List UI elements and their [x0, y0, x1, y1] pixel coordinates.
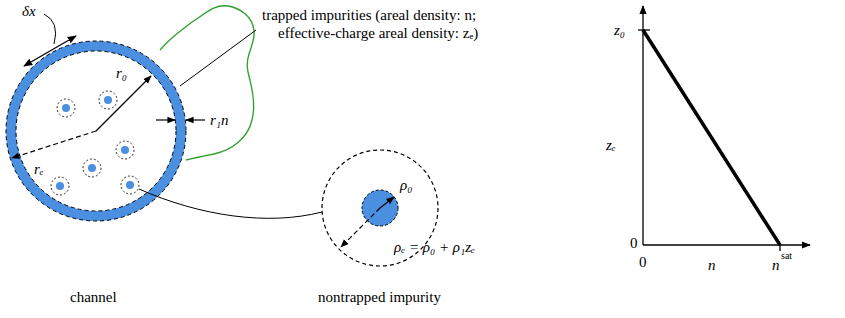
- r0-arrow: [96, 76, 151, 131]
- formula-label: ρₑ = ρ₀ + ρ₁zₑ: [394, 238, 475, 256]
- channel-ring: [11, 46, 181, 216]
- x-axis: [643, 244, 810, 245]
- axis-tick-label: n: [772, 256, 780, 274]
- dimension-label: ρ₀: [400, 176, 412, 194]
- zoom-leader: [139, 189, 322, 218]
- thickness-arrow: [156, 119, 175, 120]
- axis-tick-label: z₀: [614, 21, 625, 39]
- leader-line: [180, 30, 256, 86]
- axis-tick-label: 0: [639, 253, 647, 271]
- ze-line: [643, 30, 780, 245]
- contour-line: [160, 6, 254, 160]
- part-label: nontrapped impurity: [318, 288, 441, 306]
- part-label: channel: [70, 288, 117, 306]
- re-circle: [6, 41, 186, 221]
- callout-label: trapped impurities (areal density: n;: [262, 6, 476, 24]
- rho0-arrow: [380, 197, 394, 208]
- impurities: [51, 91, 139, 195]
- axis-tick-label: sat: [781, 250, 792, 262]
- axis-label: zₑ: [606, 136, 616, 154]
- y-axis: [642, 6, 643, 245]
- dimension-label: rₑ: [34, 160, 44, 178]
- callout-label: effective-charge areal density: zₑ): [278, 24, 478, 42]
- leader-line: [44, 14, 56, 44]
- thickness-arrow: [186, 119, 205, 120]
- dimension-label: δx: [22, 2, 36, 20]
- rho-e-arrow: [341, 208, 380, 247]
- tick: [779, 245, 780, 251]
- axis-tick-label: 0: [630, 234, 638, 252]
- axis-label: n: [708, 256, 716, 274]
- dimension-label: r₀: [116, 64, 127, 82]
- dimension-label: r₁n: [210, 111, 229, 129]
- re-arrow: [12, 131, 96, 158]
- dx-arrow: [24, 36, 76, 66]
